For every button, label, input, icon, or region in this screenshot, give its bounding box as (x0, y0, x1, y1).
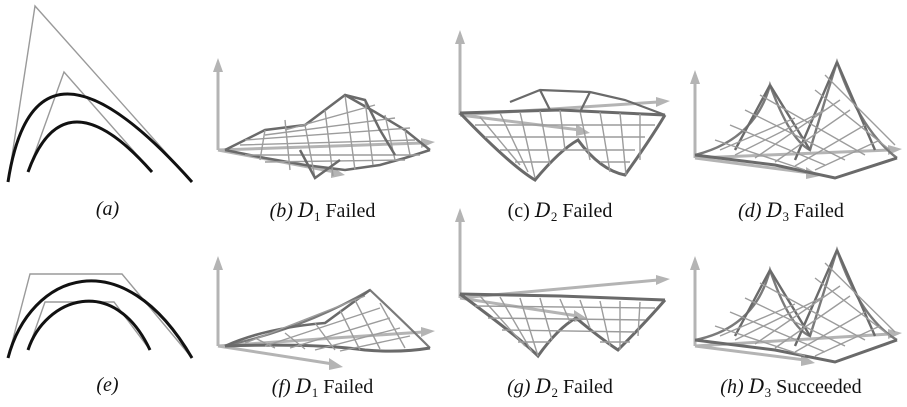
mesh-surface (694, 58, 898, 180)
outer-curve (6, 279, 194, 359)
panel-f: (f) D1 Failed (205, 228, 440, 407)
caption-h: (h) D3 Succeeded (720, 374, 862, 400)
caption-tag: (a) (95, 198, 120, 220)
outer-control-polygon (7, 273, 193, 359)
panel-b: (b) D1 Failed (205, 0, 440, 230)
curve-plot-a (6, 4, 194, 183)
caption-c: (c) D2 Failed (507, 198, 613, 224)
caption-b: (b) D1 Failed (269, 198, 376, 224)
mesh-plot-c (455, 30, 670, 182)
caption-g: (g) D2 Failed (507, 374, 613, 400)
inner-curve (26, 299, 152, 351)
mesh-plot-b (213, 58, 435, 180)
mesh-surface (694, 246, 898, 364)
status-label: Failed (562, 376, 613, 398)
panel-c: (c) D2 Failed (440, 0, 680, 230)
axes (455, 30, 670, 136)
inner-control-polygon (27, 70, 153, 173)
caption-f: (f) D1 Failed (271, 374, 374, 400)
panel-g: (g) D2 Failed (440, 208, 680, 407)
curve-plot-e (6, 273, 194, 359)
caption-d: (d) D3 Failed (738, 198, 844, 224)
mesh-plot-g (455, 208, 670, 359)
status-label: Failed (562, 200, 613, 222)
mesh-plot-h (690, 246, 902, 366)
mesh-plot-d (690, 58, 902, 180)
panel-h: (h) D3 Succeeded (675, 228, 907, 407)
panel-e: (e) (0, 228, 215, 407)
inner-curve (26, 120, 154, 173)
caption-e: (e) (96, 374, 119, 396)
panel-a: (a) (0, 0, 215, 230)
panel-d: (d) D3 Failed (675, 0, 907, 230)
caption-a: (a) (0, 198, 215, 221)
status-label: Failed (323, 376, 374, 398)
mesh-plot-f (213, 256, 435, 370)
status-label: Failed (325, 200, 376, 222)
status-label: Succeeded (776, 376, 862, 398)
outer-control-polygon (7, 4, 193, 183)
mesh-surface (224, 93, 431, 180)
mesh-surface (459, 292, 667, 359)
outer-curve (6, 92, 194, 183)
mesh-surface (458, 88, 667, 182)
inner-control-polygon (27, 301, 151, 351)
mesh-surface (224, 288, 431, 353)
status-label: Failed (793, 200, 844, 222)
